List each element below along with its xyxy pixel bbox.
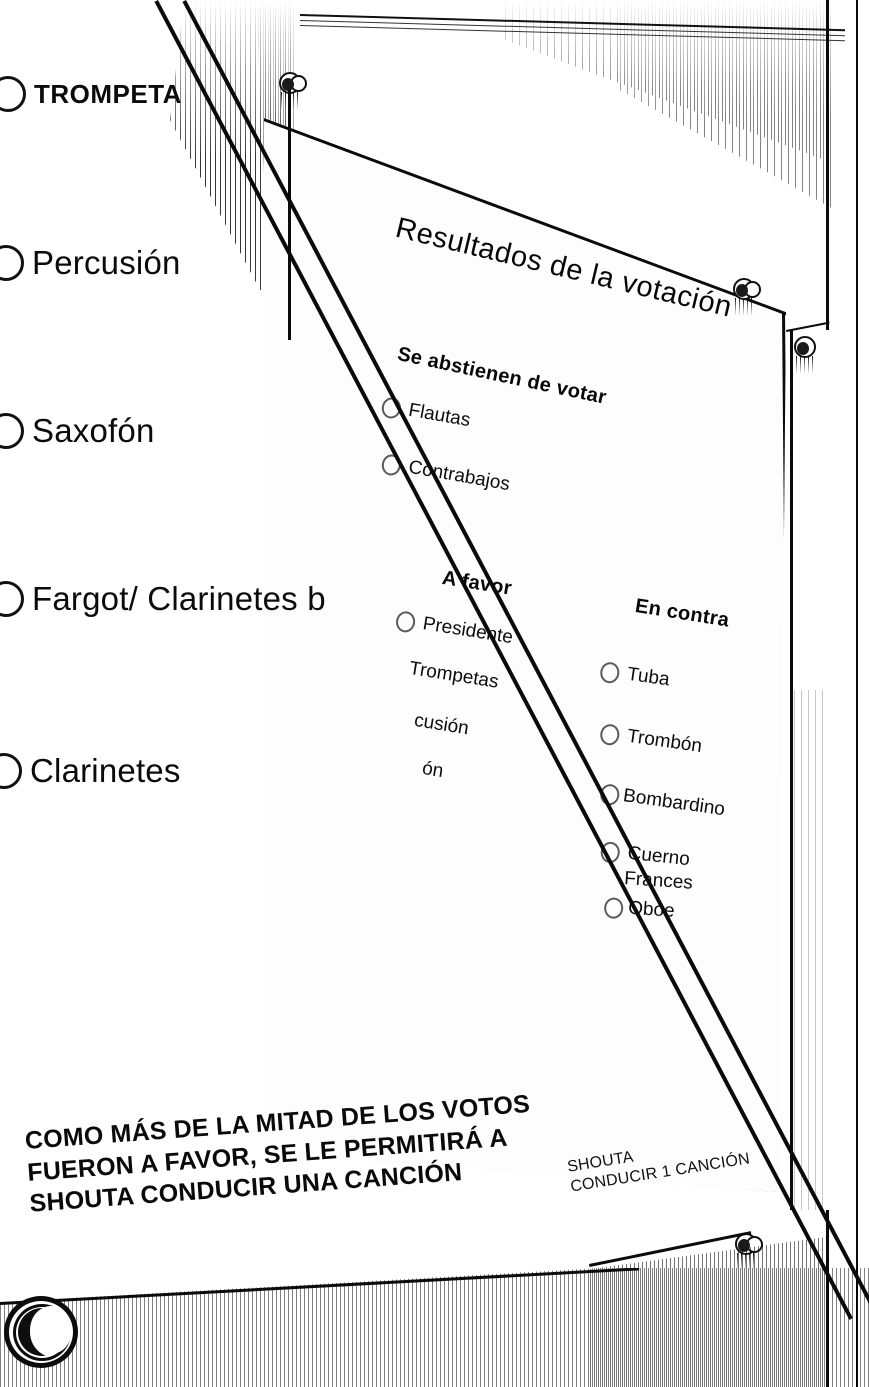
bell-crescent-icon (18, 1306, 72, 1356)
voting-results-poster: Resultados de la votación Se abstienen d… (262, 118, 786, 1192)
fg-item-label: Fargot/ Clarinetes b (32, 580, 326, 617)
option-cuerno-frances-line2: Frances (623, 868, 694, 895)
option-trombon[interactable]: Trombón (599, 722, 703, 758)
radio-circle-icon[interactable] (0, 413, 24, 449)
section-heading-abstain: Se abstienen de votar (395, 343, 609, 409)
radio-circle-icon[interactable] (603, 896, 624, 919)
option-label: Flautas (406, 399, 472, 432)
second-poster-shade (794, 690, 824, 1210)
option-label: Trombón (625, 725, 704, 758)
tack-icon-right (794, 336, 824, 374)
option-percusion-clipped[interactable]: cusión (413, 710, 471, 740)
option-label: Tuba (625, 663, 671, 691)
fg-item-label: TROMPETA (34, 78, 182, 109)
fg-item-label: Saxofón (32, 412, 155, 449)
option-bombardino[interactable]: Bombardino (599, 782, 726, 821)
wall-right-inner-edge (856, 0, 858, 1387)
option-label: Bombardino (621, 785, 727, 821)
tack-icon-top-left (279, 72, 309, 110)
fg-item-label: Clarinetes (30, 752, 181, 789)
section-heading-in-favor: A favor (440, 567, 514, 600)
option-label: cusión (412, 710, 471, 740)
caption-text: COMO MÁS DE LA MITAD DE LOS VOTOS FUERON… (24, 1089, 536, 1220)
option-label: ón (420, 758, 445, 783)
radio-circle-icon[interactable] (0, 245, 24, 281)
poster-title: Resultados de la votación (392, 212, 736, 324)
option-label: Frances (623, 868, 694, 894)
option-label: Contrabajos (406, 456, 512, 496)
radio-circle-icon[interactable] (394, 609, 417, 634)
option-saxofon-clipped[interactable]: ón (421, 758, 445, 783)
fg-item-percusion[interactable]: Percusión (0, 244, 181, 282)
option-label: Presidente (421, 613, 515, 649)
option-label: Trompetas (407, 658, 500, 693)
option-tuba[interactable]: Tuba (599, 660, 671, 691)
option-trompetas[interactable]: Trompetas (408, 658, 500, 694)
radio-circle-icon[interactable] (599, 722, 621, 746)
tack-icon-top-right (733, 278, 763, 316)
fg-item-fargot-clarinetes[interactable]: Fargot/ Clarinetes b (0, 580, 326, 618)
fg-item-label: Percusión (32, 244, 181, 281)
fg-item-saxofon[interactable]: Saxofón (0, 412, 155, 450)
wall-moulding (300, 0, 845, 60)
second-poster (790, 330, 829, 1210)
radio-circle-icon[interactable] (0, 753, 22, 789)
fg-item-clarinetes[interactable]: Clarinetes (0, 752, 181, 790)
radio-circle-icon[interactable] (599, 660, 621, 684)
wall-corner-line (288, 90, 291, 340)
radio-circle-icon[interactable] (0, 76, 26, 112)
radio-circle-icon[interactable] (0, 581, 24, 617)
section-heading-against: En contra (633, 595, 731, 632)
fg-item-trompeta[interactable]: TROMPETA (0, 76, 182, 112)
